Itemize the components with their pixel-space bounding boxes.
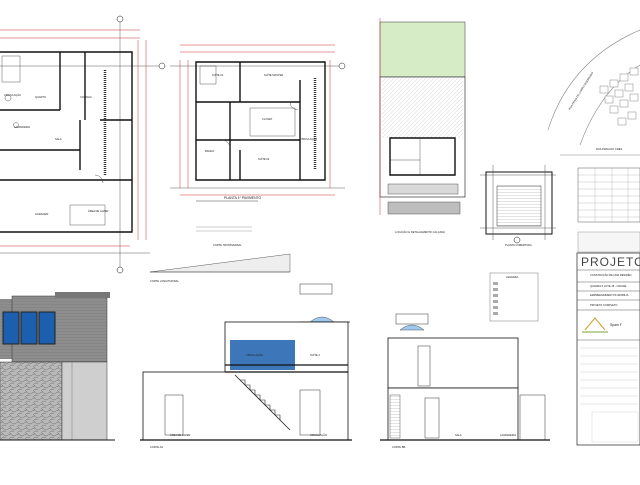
title-block: PROJETO A CONSTRUÇÃO DE UMA RESIDÊN QUAD… (576, 252, 640, 446)
street-name-2: RUA PRAIA DO CRES (596, 147, 623, 151)
room-label-quarto: QUARTO (35, 95, 46, 99)
section-label-circulacao: CIRCULAÇÃO (246, 352, 263, 357)
section-bb: SALA LAVANDERIA CORTE BB (380, 313, 550, 449)
room-label-suite-02: SUÍTE 02 (258, 157, 270, 161)
title-row-4: PROJETO COMPLETO (590, 303, 617, 307)
room-label-circulacao: CIRCULAÇÃO (4, 92, 21, 97)
section-title-longitudinal: CORTE LONGITUDINAL (150, 279, 179, 283)
roof-plan-title: PLANTA COBERTURA (505, 243, 532, 247)
room-label-banho: BANHO (205, 149, 214, 153)
room-label-suite-01: SUÍTE 01 (212, 73, 224, 77)
section-title-aa: CORTE AA (150, 445, 163, 449)
section-label-sala: SALA (455, 433, 462, 437)
section-title-bb: CORTE BB (392, 445, 405, 449)
company-logo: Spam F (582, 317, 622, 333)
logo-text: Spam F (610, 323, 622, 327)
room-label-area-lazer: ÁREA DE LAZER (88, 209, 108, 213)
room-label-circulacao-upper: CIRCULAÇÃO (300, 136, 317, 141)
room-label-closet: CLOSET (262, 117, 273, 121)
legend: LEGENDA (489, 272, 539, 322)
title-row-2: QUADRA 6 LOTE 18 - CIDADE (590, 284, 627, 288)
legend-title: LEGENDA (506, 275, 519, 279)
upper-floor-plan: SUÍTE MASTER SUÍTE 01 SUÍTE 02 CIRCULAÇÃ… (149, 44, 346, 283)
street-name-1: RUA PRAIA DO CARRO QUEBRADO (567, 71, 594, 110)
room-label-lavanderia: LAVANDERIA (14, 125, 30, 129)
title-row-1: CONSTRUÇÃO DE UMA RESIDÊN (590, 272, 631, 277)
project-title: PROJETO A (581, 255, 640, 269)
location-map: RUA PRAIA DO CARRO QUEBRADO RUA PRAIA DO… (547, 29, 640, 156)
section-aa: CIRCULAÇÃO SUÍTE 3 ÁREA DE LAZER CIRCULA… (140, 283, 352, 449)
room-label-sala: SALA (55, 137, 62, 141)
ground-floor-plan: CIRCULAÇÃO GARAGEM QUARTO SALA COZINHA L… (0, 15, 166, 274)
room-label-suite-master: SUÍTE MASTER (264, 73, 283, 77)
section-label-circulacao-2: CIRCULAÇÃO (310, 432, 327, 437)
section-title-transversal: CORTE TRANSVERSAL (213, 243, 242, 247)
room-label-garagem: GARAGEM (35, 212, 48, 216)
upper-plan-title: PLANTA 1º PAVIMENTO (224, 196, 262, 200)
title-row-3: EMPREENDIMENTOS IMOBILIÁ (590, 293, 629, 297)
facade-elevation (0, 292, 115, 441)
site-plan: LOCAÇÃO E DETALHAMENTO CALÇADA (379, 18, 466, 234)
site-plan-title: LOCAÇÃO E DETALHAMENTO CALÇADA (395, 229, 445, 234)
section-label-area-lazer: ÁREA DE LAZER (170, 433, 190, 437)
section-label-suite-3: SUÍTE 3 (310, 353, 320, 357)
section-label-lavanderia: LAVANDERIA (500, 433, 516, 437)
area-tables (577, 167, 640, 253)
room-label-cozinha: COZINHA (80, 95, 92, 99)
roof-plan: PLANTA COBERTURA (480, 165, 556, 247)
